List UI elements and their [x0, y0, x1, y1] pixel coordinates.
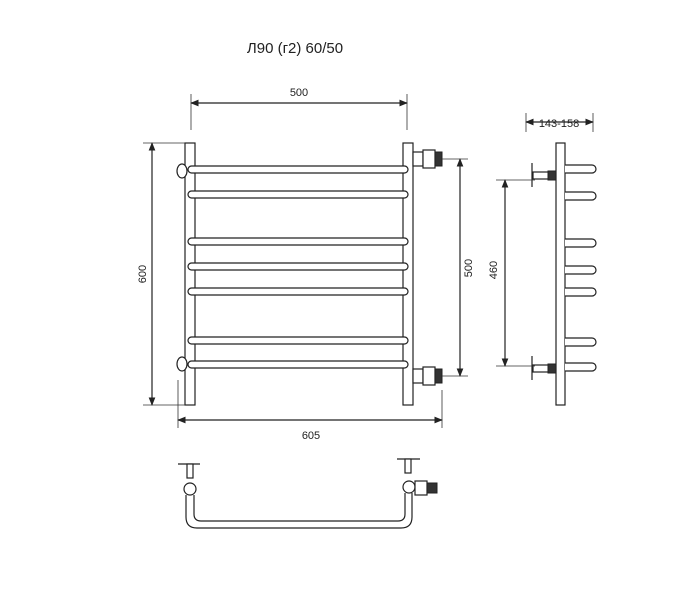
dim-height-left: 600 [137, 265, 149, 283]
dim-side-height: 460 [488, 261, 500, 279]
side-post [555, 142, 566, 406]
connector-top [412, 149, 443, 169]
connector-bottom [412, 366, 443, 386]
drawing-title: Л90 (г2) 60/50 [246, 40, 344, 57]
rungs [187, 165, 409, 369]
front-view [143, 94, 468, 428]
rung [187, 336, 409, 345]
rung [187, 262, 409, 271]
side-connector-bottom [531, 356, 557, 380]
dim-side-depth: 143-158 [539, 118, 579, 130]
rung [187, 360, 409, 369]
side-rungs [565, 164, 597, 372]
right-post [402, 142, 414, 406]
top-view [178, 458, 438, 529]
side-connector-top [531, 163, 557, 187]
rung [187, 190, 409, 199]
dim-width-bottom: 605 [302, 430, 320, 442]
rung [187, 287, 409, 296]
left-post [184, 142, 196, 406]
dim-width-top: 500 [290, 87, 308, 99]
side-view [496, 113, 597, 406]
wall-mount [176, 163, 188, 179]
wall-mount [176, 356, 188, 372]
rung [187, 237, 409, 246]
dim-height-right: 500 [463, 259, 475, 277]
rung [187, 165, 409, 174]
